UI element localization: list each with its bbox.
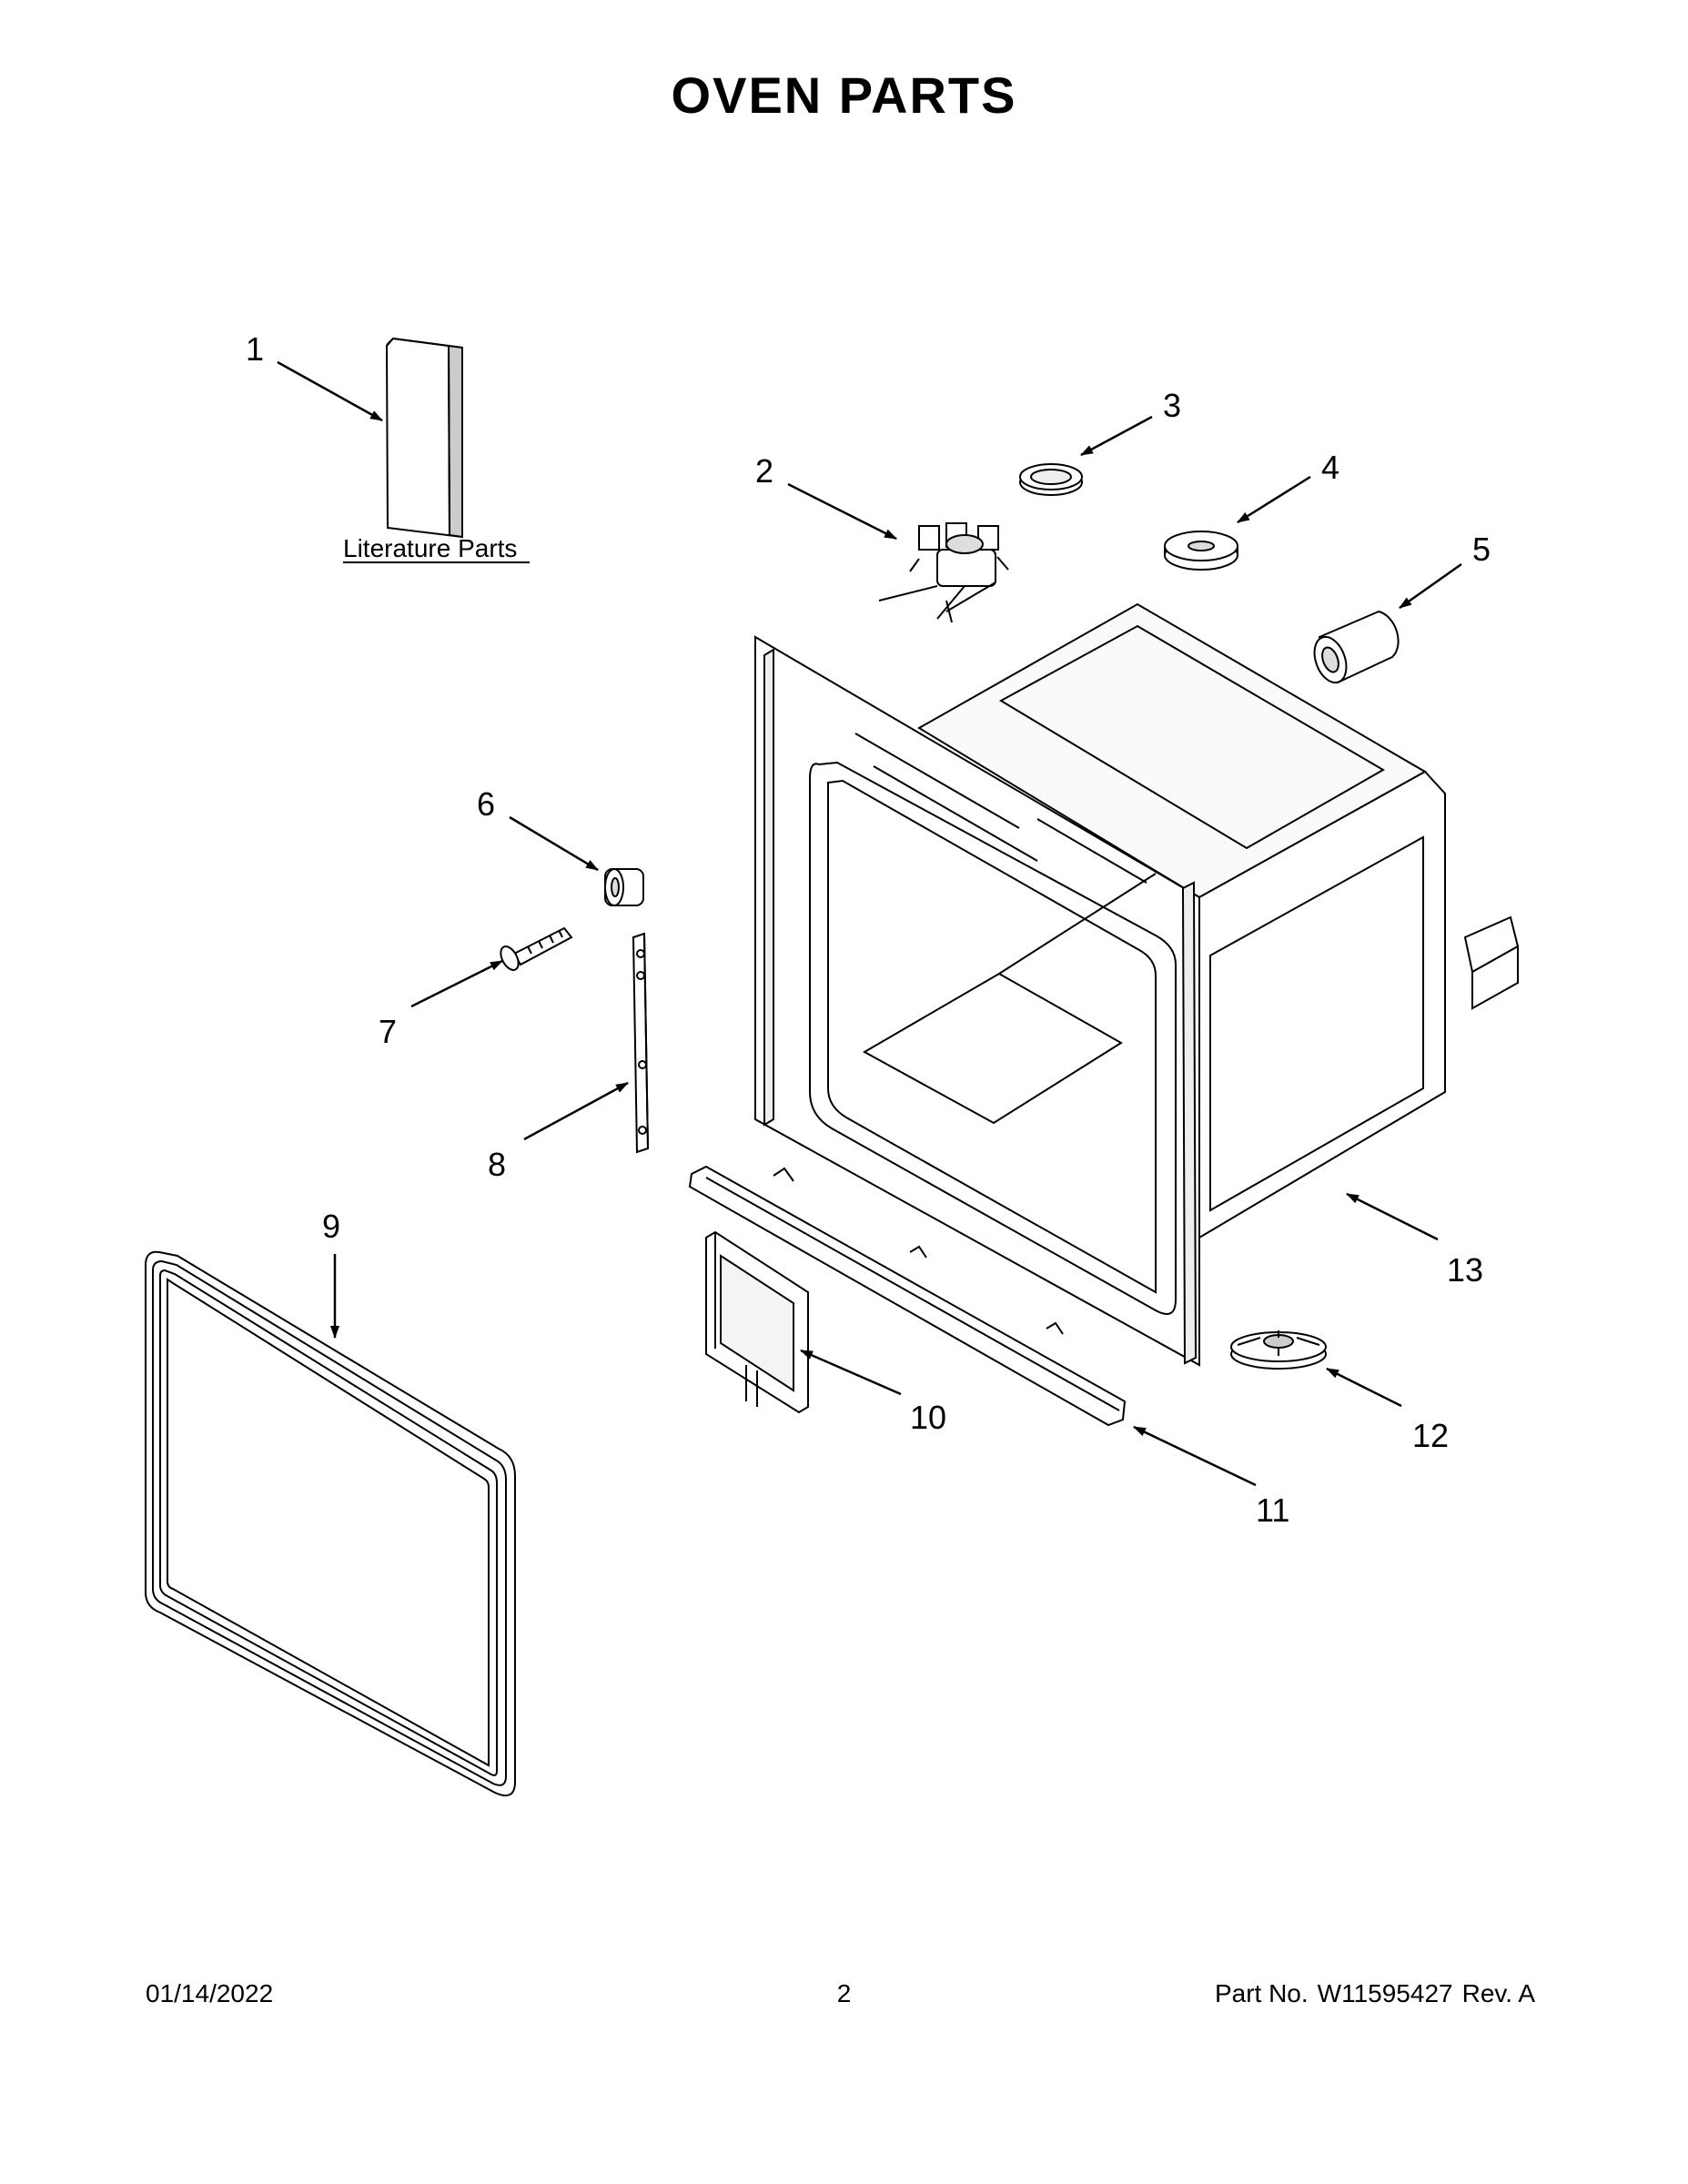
literature-parts-booklet[interactable] [387,339,462,537]
callout-7: 7 [379,1013,397,1050]
callout-8: 8 [488,1146,506,1183]
callout-numbers: 1 2 3 4 5 6 7 8 9 10 11 12 13 [246,330,1491,1529]
hinge-bracket[interactable] [633,934,648,1152]
footer-revision: Rev. A [1461,1979,1535,2007]
callout-3: 3 [1163,387,1181,424]
leader-arrows [277,360,1462,1487]
callout-5: 5 [1472,531,1491,568]
insulation-disc[interactable] [1165,531,1238,570]
callout-12: 12 [1412,1417,1449,1454]
callout-9: 9 [322,1208,340,1245]
callout-11: 11 [1256,1491,1289,1529]
door-bushing[interactable] [605,869,643,905]
footer-part-number: W11595427 [1317,1979,1453,2007]
footer-part-label: Part No. [1214,1979,1309,2007]
leveling-leg[interactable] [1231,1330,1326,1369]
fan-motor-cylinder[interactable] [1309,612,1399,687]
cap-ring[interactable] [1020,464,1082,495]
callout-1: 1 [246,330,264,368]
bottom-trim-strip[interactable] [690,1167,1125,1425]
page-title: OVEN PARTS [671,66,1017,124]
callout-6: 6 [477,785,495,823]
sensor-controller-assembly[interactable] [879,523,1008,622]
literature-parts-label: Literature Parts [343,534,517,562]
callout-2: 2 [755,452,773,490]
callout-4: 4 [1321,449,1339,486]
footer-date: 01/14/2022 [146,1979,274,2007]
door-gasket[interactable] [146,1252,515,1795]
callout-10: 10 [910,1399,946,1436]
oven-cavity-assembly[interactable] [755,604,1518,1365]
mounting-screw[interactable] [497,928,571,973]
footer-part-info: Part No. W11595427 Rev. A [1215,1979,1535,2008]
display-light-panel[interactable] [706,1232,808,1412]
footer-page-number: 2 [836,1979,852,2007]
callout-13: 13 [1447,1251,1483,1289]
